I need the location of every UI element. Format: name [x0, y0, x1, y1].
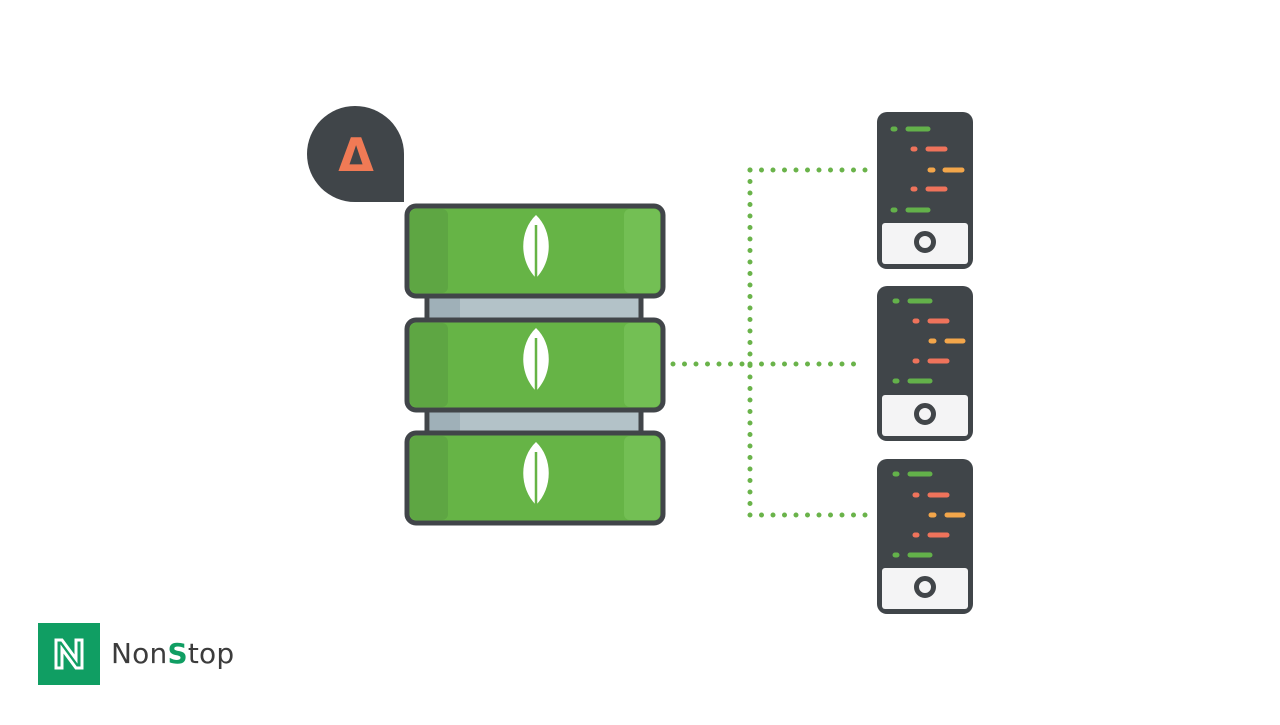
brand-name: NonStop — [111, 640, 234, 668]
connector-lines — [670, 167, 869, 518]
brand-name-part1: Non — [111, 637, 168, 670]
code-lines — [890, 126, 965, 213]
brand-lockup: NonStop — [38, 623, 234, 685]
client-server — [877, 112, 973, 269]
database-shard — [404, 430, 666, 526]
shard-shade-right — [624, 209, 660, 293]
logo-glyph — [54, 638, 84, 670]
code-lines — [892, 298, 966, 384]
brand-name-part2: top — [187, 637, 235, 670]
database-shard — [404, 203, 666, 299]
mongodb-leaf-icon — [523, 328, 549, 399]
client-server — [877, 459, 973, 614]
shard-shade-right — [624, 323, 660, 407]
shard-shade-left — [410, 323, 448, 407]
server-panel — [882, 395, 968, 436]
nonstop-logo-icon — [38, 623, 100, 685]
database-shard — [404, 317, 666, 413]
brand-name-accent: S — [167, 637, 188, 670]
badge-bubble — [307, 106, 404, 202]
shard-spacer-lower-shade — [430, 410, 460, 432]
shard-spacer-upper-shade — [430, 297, 460, 319]
delta-badge: Δ — [307, 106, 404, 202]
shard-shade-left — [410, 209, 448, 293]
server-panel — [882, 568, 968, 609]
mongodb-leaf-icon — [523, 215, 549, 286]
code-lines — [892, 471, 966, 558]
client-server — [877, 286, 973, 441]
shard-shade-left — [410, 436, 448, 520]
badge-delta-symbol: Δ — [338, 128, 374, 182]
server-power-icon — [914, 231, 936, 253]
server-panel — [882, 223, 968, 264]
shard-shade-right — [624, 436, 660, 520]
server-power-icon — [914, 403, 936, 425]
client-servers — [877, 112, 973, 614]
database-stack — [404, 203, 666, 526]
server-power-icon — [914, 576, 936, 598]
mongodb-leaf-icon — [523, 442, 549, 513]
